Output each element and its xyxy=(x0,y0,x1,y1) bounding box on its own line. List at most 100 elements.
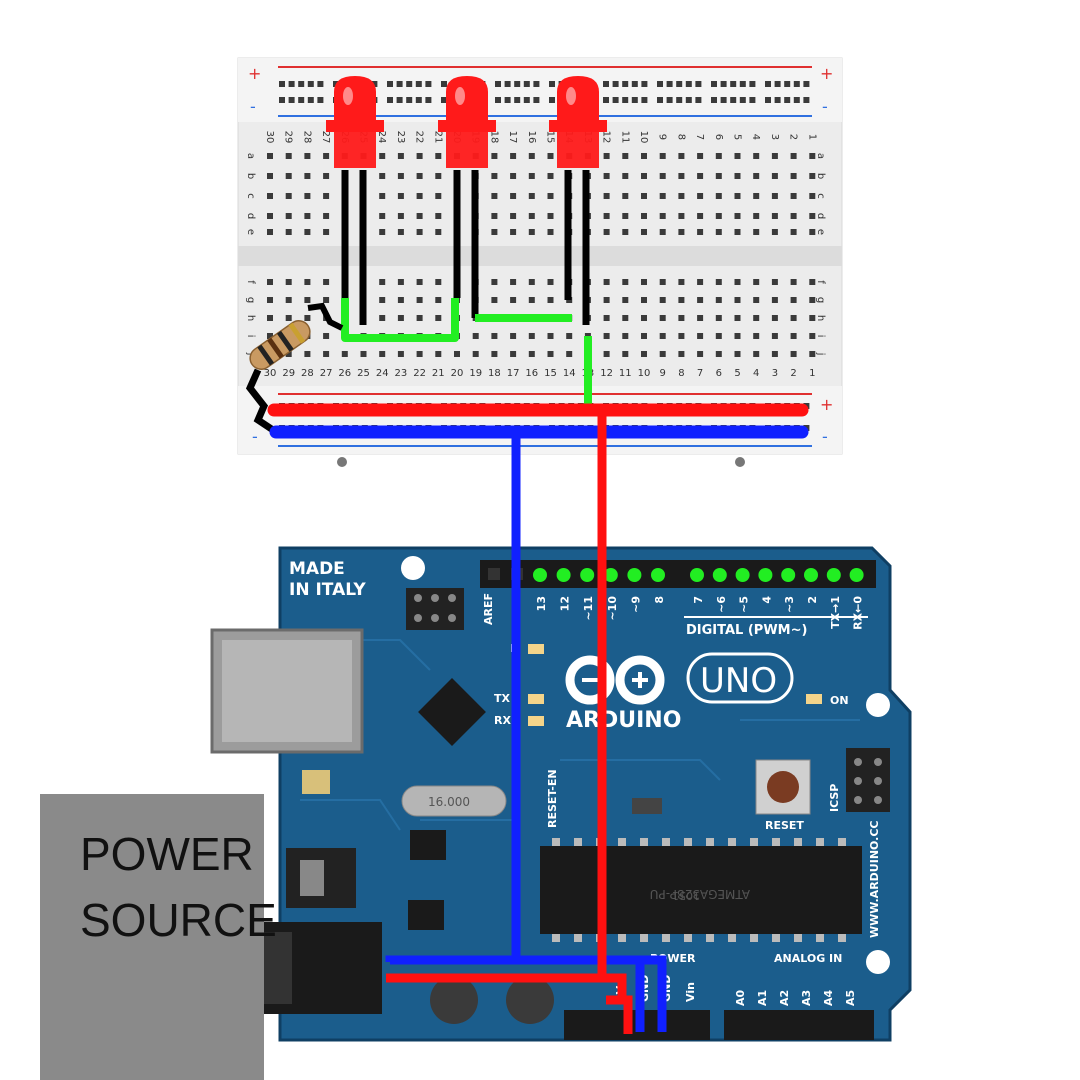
breadboard-column-number: 22 xyxy=(414,131,425,144)
breadboard-hole xyxy=(697,153,704,159)
breadboard-hole xyxy=(678,229,685,235)
breadboard-column-number: 6 xyxy=(713,134,724,140)
breadboard-hole xyxy=(510,193,517,199)
electrolytic-capacitor xyxy=(506,976,554,1024)
breadboard-hole xyxy=(547,173,554,179)
breadboard-hole xyxy=(715,315,722,321)
breadboard-hole xyxy=(697,213,704,219)
breadboard-hole xyxy=(734,279,741,285)
breadboard-hole xyxy=(307,97,314,103)
breadboard-column-number: 30 xyxy=(264,368,277,379)
breadboard-column-number: 26 xyxy=(338,368,351,379)
website-label: WWW.ARDUINO.CC xyxy=(868,821,881,938)
rx-led xyxy=(528,716,544,726)
breadboard-hole xyxy=(379,229,386,235)
breadboard-hole xyxy=(753,279,760,285)
breadboard-hole xyxy=(360,351,367,357)
digital-pin-label: ~6 xyxy=(715,596,728,613)
breadboard-hole xyxy=(715,153,722,159)
uno-badge xyxy=(686,652,794,704)
breadboard-hole xyxy=(510,279,517,285)
breadboard-hole xyxy=(267,193,273,199)
digital-pin-dot xyxy=(690,568,704,582)
breadboard-hole xyxy=(790,213,797,219)
breadboard-hole xyxy=(441,97,447,103)
breadboard-hole xyxy=(549,81,555,87)
top-rail-minus-left: - xyxy=(250,97,256,116)
breadboard-column-number: 17 xyxy=(507,131,518,144)
breadboard-hole xyxy=(678,153,685,159)
power-pin-label: Vin xyxy=(684,982,697,1002)
breadboard-column-number: 21 xyxy=(432,368,445,379)
reset-button[interactable] xyxy=(755,759,811,815)
breadboard-hole xyxy=(720,81,727,87)
breadboard-row-letter: b xyxy=(245,173,256,179)
breadboard-hole xyxy=(666,97,673,103)
breadboard-hole xyxy=(603,193,610,199)
breadboard-hole xyxy=(285,229,292,235)
breadboard-hole xyxy=(528,351,535,357)
usb-connector-face xyxy=(222,640,352,742)
breadboard-hole xyxy=(753,333,760,339)
tx-led xyxy=(528,694,544,704)
breadboard-column-number: 24 xyxy=(376,131,387,144)
breadboard-hole xyxy=(765,97,771,103)
uno-model: UNO xyxy=(700,661,777,701)
breadboard-hole xyxy=(547,193,554,199)
breadboard-hole xyxy=(641,297,647,303)
breadboard-hole xyxy=(793,81,800,87)
breadboard-hole xyxy=(510,351,517,357)
breadboard-hole xyxy=(387,97,393,103)
breadboard-column-number: 15 xyxy=(545,131,556,144)
breadboard-hole xyxy=(678,213,685,219)
breadboard-hole xyxy=(641,213,647,219)
digital-pin-label: ~3 xyxy=(783,596,796,613)
breadboard-hole xyxy=(416,351,423,357)
breadboard-column-number: 4 xyxy=(753,368,759,379)
breadboard-hole xyxy=(659,351,666,357)
breadboard-hole xyxy=(715,193,722,199)
breadboard-hole xyxy=(631,97,638,103)
breadboard-hole xyxy=(790,315,797,321)
breadboard-column-number: 7 xyxy=(694,134,705,140)
breadboard-hole xyxy=(678,173,685,179)
analog-pin-label: A5 xyxy=(844,990,857,1006)
breadboard-hole xyxy=(734,229,741,235)
breadboard-hole xyxy=(771,279,778,285)
breadboard-hole xyxy=(734,351,741,357)
breadboard-column-number: 15 xyxy=(544,368,557,379)
digital-pin-dot xyxy=(735,568,750,582)
analog-pin-label: A3 xyxy=(800,990,813,1006)
breadboard-row-letter: b xyxy=(815,173,826,179)
breadboard-hole xyxy=(285,315,292,321)
breadboard-hole xyxy=(435,173,442,179)
breadboard-hole xyxy=(774,97,781,103)
breadboard-column-number: 7 xyxy=(697,368,703,379)
breadboard-hole xyxy=(809,229,816,235)
breadboard-hole xyxy=(790,297,797,303)
arduino-wires xyxy=(385,414,667,1034)
digital-pin-label: 4 xyxy=(760,596,773,604)
breadboard-hole xyxy=(657,97,663,103)
breadboard-hole xyxy=(641,351,647,357)
breadboard-hole xyxy=(435,297,442,303)
breadboard-hole xyxy=(790,351,797,357)
breadboard-hole xyxy=(495,81,501,87)
breadboard-hole xyxy=(323,229,330,235)
breadboard-hole xyxy=(491,153,498,159)
breadboard-column-number: 17 xyxy=(507,368,520,379)
breadboard-hole xyxy=(641,97,648,103)
analog-pin-label: A1 xyxy=(756,990,769,1006)
breadboard-hole xyxy=(659,315,666,321)
breadboard-hole xyxy=(790,153,797,159)
arduino-logo-icon xyxy=(565,655,665,705)
breadboard-hole xyxy=(753,153,760,159)
digital-pwm-label: DIGITAL (PWM~) xyxy=(686,623,807,638)
breadboard-hole xyxy=(304,279,311,285)
breadboard-hole xyxy=(771,229,778,235)
breadboard-column-number: 11 xyxy=(619,368,632,379)
breadboard-hole xyxy=(739,97,746,103)
breadboard-hole xyxy=(697,229,704,235)
breadboard-hole xyxy=(288,97,295,103)
breadboard-column-number: 28 xyxy=(301,131,312,144)
